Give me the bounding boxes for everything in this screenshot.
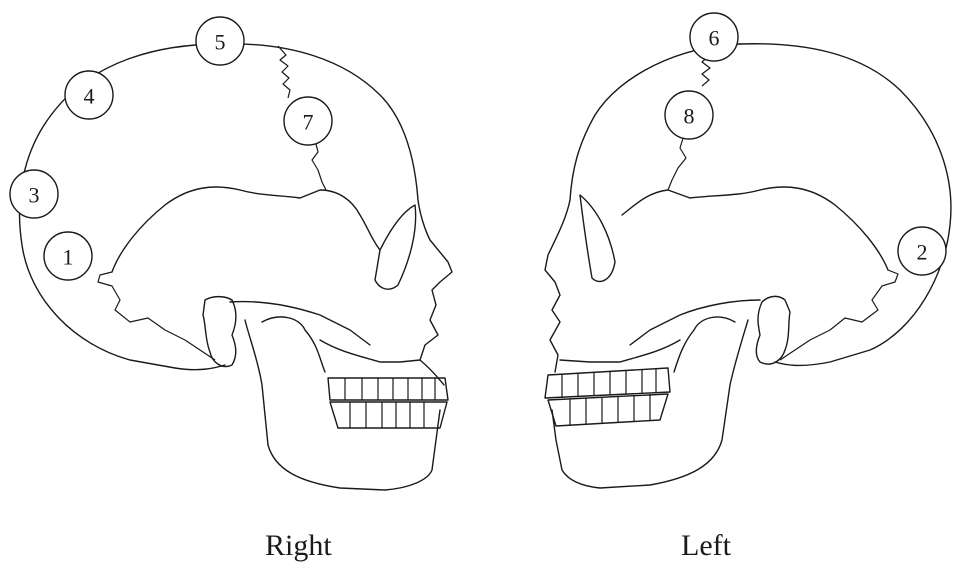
marker-4: 4 <box>65 71 113 119</box>
right-temporal-bone <box>112 187 380 272</box>
right-mandible <box>245 320 440 490</box>
right-side-label: Right <box>265 531 332 561</box>
left-teeth <box>545 368 670 426</box>
right-mastoid <box>203 297 236 367</box>
right-nasal-region <box>418 200 452 360</box>
marker-7: 7 <box>284 97 332 145</box>
left-zygomatic-arch <box>630 300 760 345</box>
marker-6-label: 6 <box>709 26 720 51</box>
marker-2: 2 <box>898 227 946 275</box>
right-orbit <box>375 205 416 289</box>
right-mandible-ramus <box>262 317 325 372</box>
marker-1: 1 <box>44 232 92 280</box>
left-skull <box>545 44 951 488</box>
marker-5: 5 <box>196 17 244 65</box>
left-cranial-vault <box>740 44 951 366</box>
marker-7-label: 7 <box>303 110 314 135</box>
marker-8-label: 8 <box>684 104 695 129</box>
marker-5-label: 5 <box>215 30 226 55</box>
right-squamous-suture <box>98 272 215 360</box>
left-cranial-top <box>570 44 740 200</box>
marker-3-label: 3 <box>29 183 40 208</box>
left-side-label: Left <box>681 531 731 561</box>
left-temporal-bone <box>622 187 888 270</box>
left-nasal-region <box>545 200 570 372</box>
left-mandible-ramus <box>674 317 735 372</box>
marker-1-label: 1 <box>63 245 74 270</box>
left-mastoid <box>756 296 790 364</box>
left-maxilla <box>560 340 680 362</box>
marker-2-label: 2 <box>917 240 928 265</box>
marker-3: 3 <box>10 170 58 218</box>
marker-6: 6 <box>690 13 738 61</box>
marker-4-label: 4 <box>84 84 95 109</box>
marker-8: 8 <box>665 91 713 139</box>
left-orbit <box>580 195 615 281</box>
right-teeth <box>328 378 448 428</box>
left-squamous-suture <box>780 270 898 360</box>
